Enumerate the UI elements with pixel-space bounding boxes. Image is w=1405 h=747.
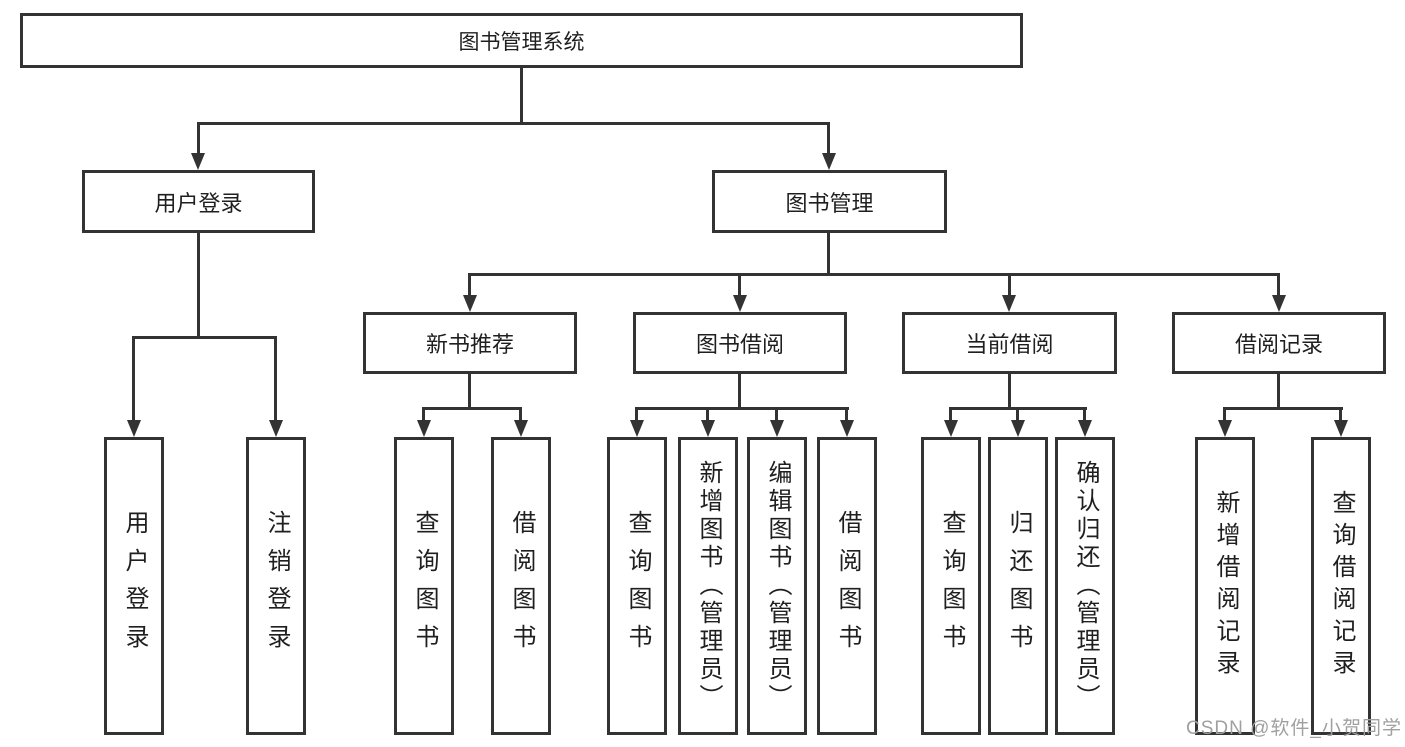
connector-bookmgmt-drop [738, 273, 741, 296]
arrowhead-icon [701, 420, 715, 437]
arrowhead-icon [1002, 295, 1016, 312]
arrowhead-icon [822, 153, 836, 170]
leaf-label: 查询图书 [624, 510, 651, 662]
connector-sec3-drop [1339, 407, 1342, 420]
leaf-query-books-current: 查询图书 [921, 437, 981, 735]
connector-sec3-drop [1223, 407, 1226, 420]
arrowhead-icon [630, 420, 644, 437]
connector-sec1-drop [635, 407, 638, 420]
leaf-label: 编辑图书（管理员） [764, 460, 791, 712]
leaf-label: 新增图书（管理员） [695, 460, 722, 712]
leaf-label: 借阅图书 [508, 510, 535, 662]
connector-sec1-drop [706, 407, 709, 420]
leaf-query-books-recommend: 查询图书 [394, 437, 454, 735]
leaf-label: 查询图书 [938, 510, 965, 662]
arrowhead-icon [463, 295, 477, 312]
connector-userlogin-rail [132, 336, 277, 339]
connector-sec2-drop [949, 407, 952, 420]
node-borrowing-records: 借阅记录 [1172, 312, 1386, 374]
connector-sec2-drop [1016, 407, 1019, 420]
connector-sec1-drop [845, 407, 848, 420]
node-label: 用户登录 [154, 190, 243, 216]
connector-bookmgmt-drop [468, 273, 471, 296]
connector-sec0-rail [422, 407, 522, 410]
arrowhead-icon [944, 420, 958, 437]
leaf-label: 确认归还（管理员） [1072, 460, 1099, 712]
connector-root-stem [520, 68, 523, 124]
connector-sec1-stem [738, 374, 741, 407]
connector-userlogin-drop [132, 336, 135, 420]
connector-root-drop-left [197, 122, 200, 155]
node-library-management-system: 图书管理系统 [20, 13, 1023, 68]
leaf-label: 查询借阅记录 [1328, 490, 1355, 682]
arrowhead-icon [1078, 420, 1092, 437]
connector-sec1-drop [775, 407, 778, 420]
node-book-borrowing: 图书借阅 [633, 312, 847, 374]
leaf-query-borrow-record: 查询借阅记录 [1311, 437, 1371, 735]
node-user-login: 用户登录 [82, 170, 315, 233]
arrowhead-icon [1334, 420, 1348, 437]
arrowhead-icon [1272, 295, 1286, 312]
connector-sec0-stem [468, 374, 471, 407]
leaf-confirm-return-admin: 确认归还（管理员） [1055, 437, 1115, 735]
arrowhead-icon [1218, 420, 1232, 437]
leaf-label: 查询图书 [411, 510, 438, 662]
arrowhead-icon [269, 420, 283, 437]
arrowhead-icon [127, 420, 141, 437]
arrowhead-icon [840, 420, 854, 437]
node-new-book-recommendation: 新书推荐 [363, 312, 577, 374]
leaf-label: 注销登录 [263, 510, 290, 662]
connector-bookmgmt-stem [827, 233, 830, 273]
node-label: 图书管理 [785, 190, 874, 216]
connector-root-drop-right [827, 122, 830, 155]
arrowhead-icon [417, 420, 431, 437]
connector-sec0-drop [519, 407, 522, 420]
arrowhead-icon [733, 295, 747, 312]
leaf-label: 用户登录 [121, 510, 148, 662]
leaf-add-borrow-record: 新增借阅记录 [1195, 437, 1255, 735]
connector-sec2-drop [1083, 407, 1086, 420]
connector-sec0-drop [422, 407, 425, 420]
leaf-edit-books-admin: 编辑图书（管理员） [747, 437, 807, 735]
leaf-user-login: 用户登录 [104, 437, 164, 735]
arrowhead-icon [514, 420, 528, 437]
leaf-label: 借阅图书 [834, 510, 861, 662]
arrowhead-icon [191, 153, 205, 170]
node-current-borrowing: 当前借阅 [902, 312, 1117, 374]
leaf-logout: 注销登录 [246, 437, 306, 735]
leaf-label: 归还图书 [1005, 510, 1032, 662]
connector-sec3-stem [1277, 374, 1280, 407]
connector-userlogin-stem [197, 233, 200, 336]
connector-sec2-stem [1008, 374, 1011, 407]
node-label: 图书管理系统 [458, 30, 585, 54]
leaf-add-books-admin: 新增图书（管理员） [678, 437, 738, 735]
node-label: 当前借阅 [965, 332, 1054, 357]
connector-bookmgmt-drop [1008, 273, 1011, 296]
connector-sec1-rail [635, 407, 849, 410]
leaf-borrow-books-recommend: 借阅图书 [491, 437, 551, 735]
node-book-management: 图书管理 [712, 170, 947, 233]
node-label: 图书借阅 [695, 332, 784, 357]
leaf-query-books-borrowing: 查询图书 [607, 437, 667, 735]
leaf-label: 新增借阅记录 [1212, 490, 1239, 682]
connector-bookmgmt-drop [1277, 273, 1280, 296]
connector-sec3-rail [1223, 407, 1343, 410]
arrowhead-icon [1011, 420, 1025, 437]
leaf-borrow-books: 借阅图书 [817, 437, 877, 735]
node-label: 借阅记录 [1234, 332, 1323, 357]
node-label: 新书推荐 [425, 332, 514, 357]
connector-userlogin-drop [274, 336, 277, 420]
leaf-return-books: 归还图书 [988, 437, 1048, 735]
csdn-watermark: CSDN @软件_小贺同学 [1186, 718, 1402, 739]
connector-root-rail [197, 122, 830, 125]
connector-bookmgmt-rail [468, 273, 1280, 276]
arrowhead-icon [770, 420, 784, 437]
